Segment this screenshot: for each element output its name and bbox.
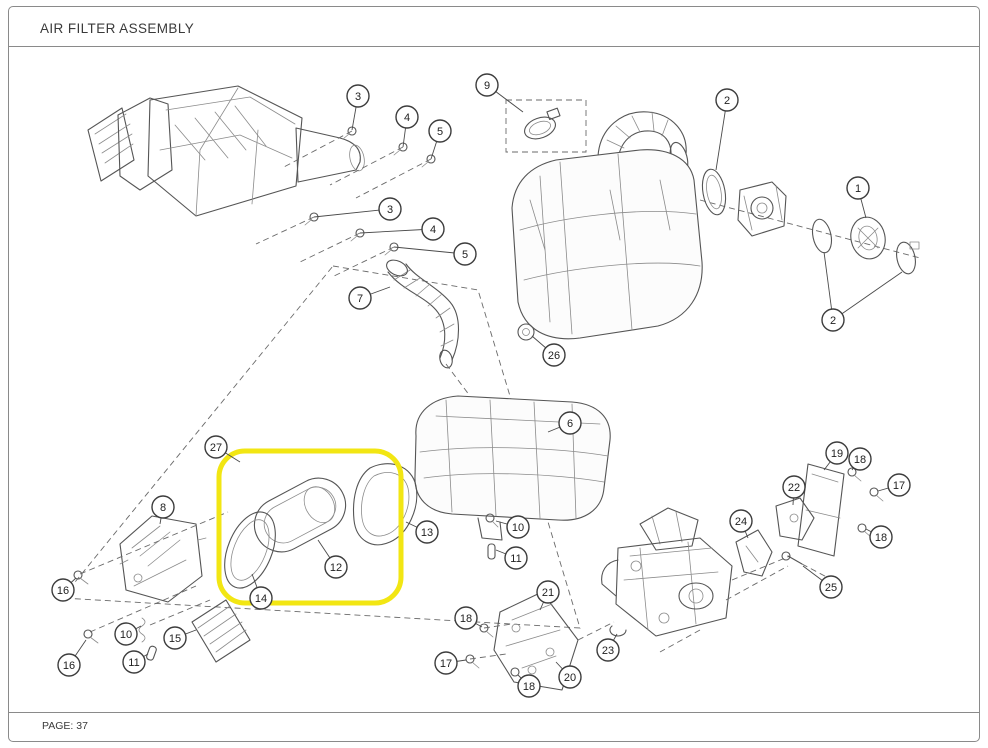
svg-text:18: 18 bbox=[854, 454, 866, 466]
part-group-upper-left-airbox bbox=[87, 85, 365, 217]
callout-18: 18 bbox=[848, 447, 872, 471]
part-drain-duct bbox=[191, 599, 251, 663]
svg-text:18: 18 bbox=[460, 613, 472, 625]
callout-11: 11 bbox=[495, 546, 528, 570]
explode-axis-lines bbox=[61, 265, 581, 629]
part-gasket bbox=[352, 463, 418, 546]
callout-18: 18 bbox=[517, 674, 541, 698]
screw-fasteners-lower-left bbox=[73, 511, 229, 661]
svg-text:23: 23 bbox=[602, 645, 614, 657]
part-group-lower-bracket bbox=[465, 591, 615, 691]
callout-17: 17 bbox=[877, 473, 911, 497]
svg-text:24: 24 bbox=[735, 516, 747, 528]
callout-9: 9 bbox=[475, 73, 524, 113]
callout-24: 24 bbox=[729, 509, 753, 539]
callout-5: 5 bbox=[428, 119, 452, 160]
svg-text:11: 11 bbox=[128, 657, 139, 669]
svg-text:2: 2 bbox=[830, 315, 836, 327]
screw-fasteners-upper-left bbox=[255, 126, 436, 277]
callout-6: 6 bbox=[547, 411, 582, 435]
callout-14: 14 bbox=[249, 573, 273, 610]
callout-5: 5 bbox=[393, 242, 477, 266]
callout-11: 11 bbox=[122, 650, 149, 674]
callout-23: 23 bbox=[596, 633, 620, 662]
callout-16: 16 bbox=[51, 577, 77, 602]
callout-21: 21 bbox=[536, 580, 560, 611]
part-group-main-airbox bbox=[505, 99, 921, 341]
svg-text:8: 8 bbox=[160, 502, 166, 514]
callout-19: 19 bbox=[823, 441, 849, 471]
callout-4: 4 bbox=[359, 217, 445, 241]
callout-27: 27 bbox=[204, 435, 241, 463]
part-group-engine-intake bbox=[601, 507, 791, 653]
svg-text:15: 15 bbox=[169, 633, 181, 645]
part-group-right-brackets bbox=[735, 463, 884, 585]
callout-18: 18 bbox=[865, 525, 893, 549]
part-filter-cover bbox=[119, 515, 207, 603]
page-number: PAGE: 37 bbox=[42, 720, 88, 732]
svg-text:25: 25 bbox=[825, 582, 837, 594]
highlight-box bbox=[216, 448, 404, 606]
svg-text:5: 5 bbox=[437, 126, 443, 138]
svg-text:7: 7 bbox=[357, 293, 363, 305]
callout-10: 10 bbox=[495, 515, 530, 539]
svg-text:1: 1 bbox=[855, 183, 861, 195]
callout-13: 13 bbox=[405, 520, 439, 544]
callout-18: 18 bbox=[454, 606, 483, 630]
callout-20: 20 bbox=[555, 661, 582, 689]
callout-7: 7 bbox=[348, 286, 391, 310]
svg-text:21: 21 bbox=[542, 587, 554, 599]
callout-1: 1 bbox=[846, 176, 870, 219]
svg-text:12: 12 bbox=[330, 562, 342, 574]
callout-2: 2 bbox=[715, 88, 739, 171]
callout-15: 15 bbox=[163, 626, 197, 650]
callout-3: 3 bbox=[313, 197, 402, 221]
callout-2: 2 bbox=[821, 251, 903, 332]
callout-17: 17 bbox=[434, 651, 467, 675]
svg-text:18: 18 bbox=[523, 681, 535, 693]
svg-text:18: 18 bbox=[875, 532, 887, 544]
page-title: AIR FILTER ASSEMBLY bbox=[40, 21, 195, 36]
footer-divider bbox=[9, 712, 979, 713]
part-intake-hose bbox=[386, 259, 471, 397]
svg-text:3: 3 bbox=[355, 91, 361, 103]
svg-text:17: 17 bbox=[440, 658, 452, 670]
svg-text:19: 19 bbox=[831, 448, 843, 460]
svg-text:4: 4 bbox=[430, 224, 436, 236]
svg-text:13: 13 bbox=[421, 527, 433, 539]
svg-text:17: 17 bbox=[893, 480, 905, 492]
svg-text:10: 10 bbox=[120, 629, 132, 641]
part-air-filter-element bbox=[253, 477, 347, 553]
title-divider bbox=[9, 46, 979, 47]
callout-25: 25 bbox=[802, 565, 843, 599]
callout-26: 26 bbox=[531, 335, 566, 367]
callout-12: 12 bbox=[317, 539, 348, 579]
callout-3: 3 bbox=[346, 84, 370, 131]
svg-text:14: 14 bbox=[255, 593, 267, 605]
svg-text:26: 26 bbox=[548, 350, 560, 362]
svg-text:27: 27 bbox=[210, 442, 222, 454]
svg-text:22: 22 bbox=[788, 482, 800, 494]
callout-4: 4 bbox=[395, 105, 419, 148]
svg-text:5: 5 bbox=[462, 249, 468, 261]
svg-text:16: 16 bbox=[57, 585, 69, 597]
part-seal-ring bbox=[224, 511, 276, 589]
svg-text:20: 20 bbox=[564, 672, 576, 684]
svg-text:6: 6 bbox=[567, 418, 573, 430]
svg-text:10: 10 bbox=[512, 522, 524, 534]
svg-text:9: 9 bbox=[484, 80, 490, 92]
callout-16: 16 bbox=[57, 639, 87, 677]
callout-10: 10 bbox=[114, 622, 142, 646]
svg-text:11: 11 bbox=[510, 553, 521, 565]
svg-text:16: 16 bbox=[63, 660, 75, 672]
svg-text:4: 4 bbox=[404, 112, 410, 124]
svg-text:3: 3 bbox=[387, 204, 393, 216]
callout-8: 8 bbox=[151, 495, 175, 525]
callout-22: 22 bbox=[782, 475, 806, 506]
svg-text:2: 2 bbox=[724, 95, 730, 107]
